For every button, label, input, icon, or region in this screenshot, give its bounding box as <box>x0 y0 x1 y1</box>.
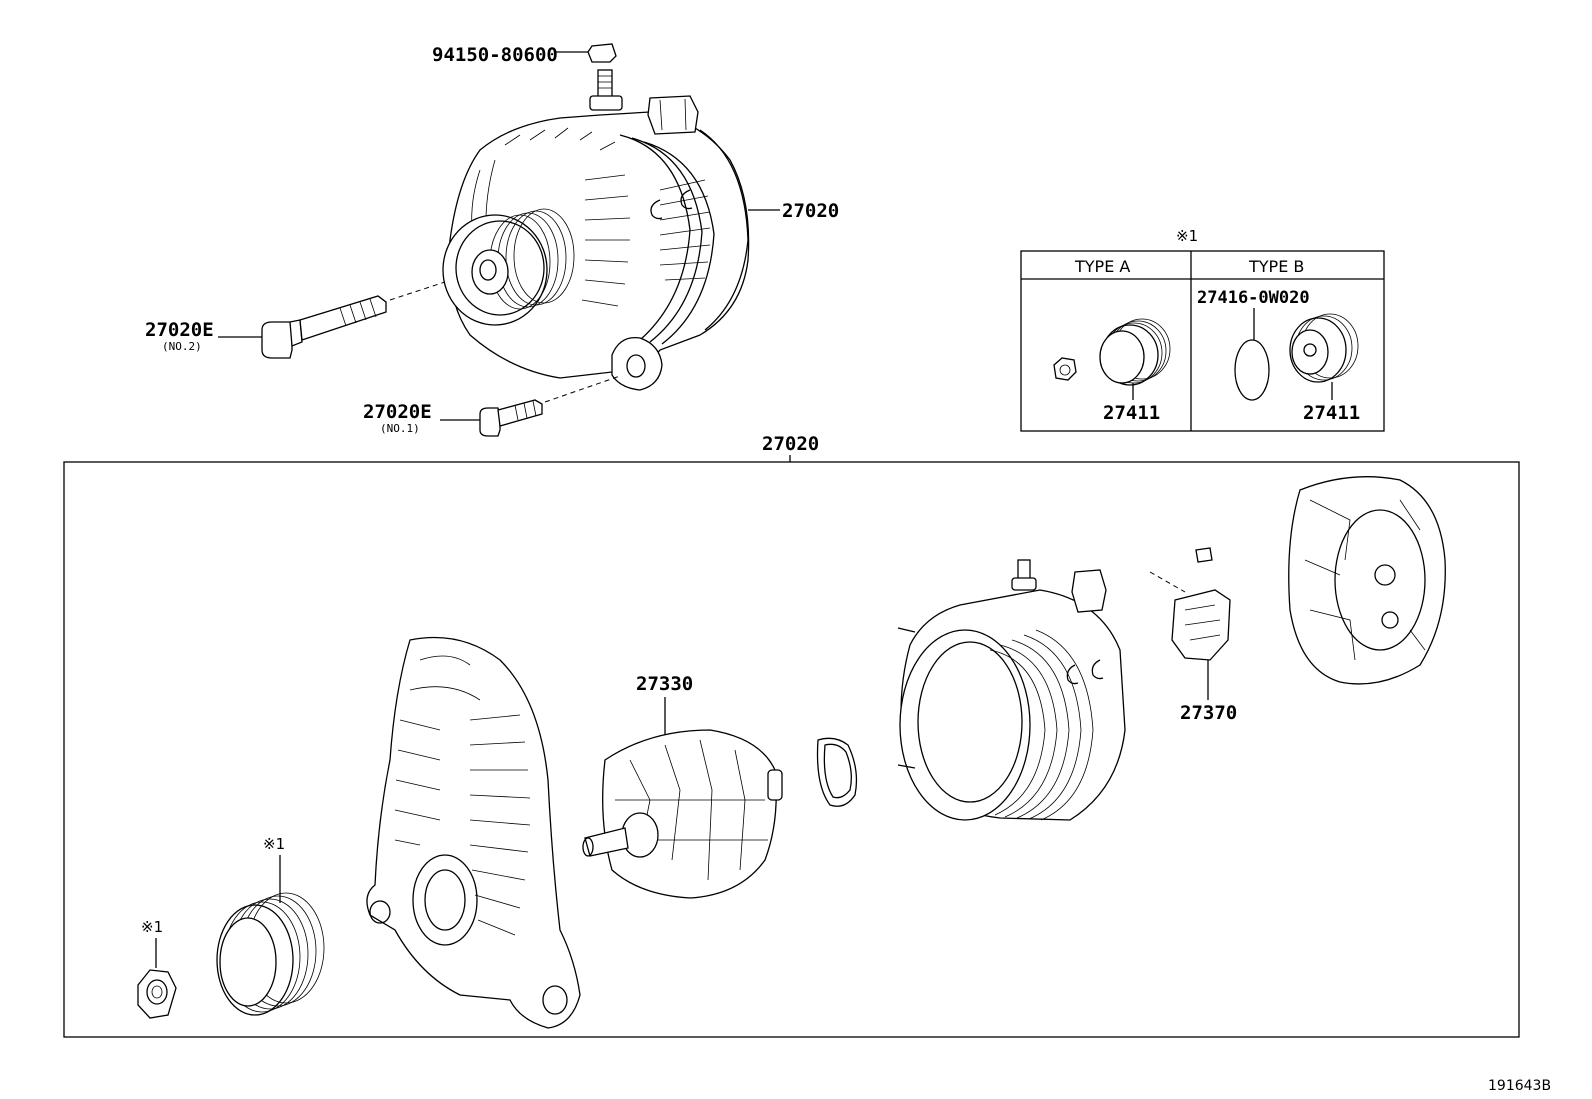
label-bolt-no1-sub: (NO.1) <box>380 422 420 435</box>
label-alternator-assy: 27020 <box>782 200 839 222</box>
label-bolt-94150: 94150-80600 <box>432 44 558 66</box>
type-a-header: TYPE A <box>1074 257 1130 276</box>
rear-end-cover-drawing <box>1288 476 1446 685</box>
type-b-cap-label: 27416-0W020 <box>1197 288 1310 308</box>
type-table-mark: ※1 <box>1176 227 1198 245</box>
label-rotor: 27330 <box>636 673 693 695</box>
label-bolt-no1: 27020E <box>363 401 432 423</box>
label-regulator: 27370 <box>1180 702 1237 724</box>
type-a-pulley-drawing <box>1099 318 1171 386</box>
type-a-pulley-label: 27411 <box>1103 402 1160 424</box>
long-bolt-no2-drawing <box>218 281 446 359</box>
seal-ring-drawing <box>816 737 858 807</box>
bolt-94150-drawing <box>555 43 617 63</box>
nut-drawing <box>137 969 177 1019</box>
type-b-pulley-drawing <box>1289 313 1359 383</box>
type-b-header: TYPE B <box>1248 257 1304 276</box>
nut-mark: ※1 <box>141 918 163 936</box>
rotor-drawing <box>582 729 783 899</box>
pulley-drawing <box>216 892 325 1016</box>
figure-reference: 191643B <box>1488 1078 1551 1094</box>
short-bolt-no1-drawing <box>440 375 621 437</box>
type-b-pulley-label: 27411 <box>1303 402 1360 424</box>
exploded-view-frame <box>63 461 1520 1038</box>
label-bolt-no2: 27020E <box>145 319 214 341</box>
rear-housing-drawing <box>897 559 1126 821</box>
type-b-cap-drawing <box>1234 339 1270 401</box>
alternator-assembly-drawing <box>442 69 750 391</box>
label-bolt-no2-sub: (NO.2) <box>162 340 202 353</box>
type-a-nut-drawing <box>1053 357 1077 381</box>
label-exploded-group: 27020 <box>762 433 819 455</box>
regulator-drawing <box>1149 547 1231 661</box>
front-housing-drawing <box>366 636 581 1029</box>
pulley-mark: ※1 <box>263 835 285 853</box>
pulley-type-table: ※1 TYPE A TYPE B 27411 27416-0W020 <box>1020 227 1385 432</box>
